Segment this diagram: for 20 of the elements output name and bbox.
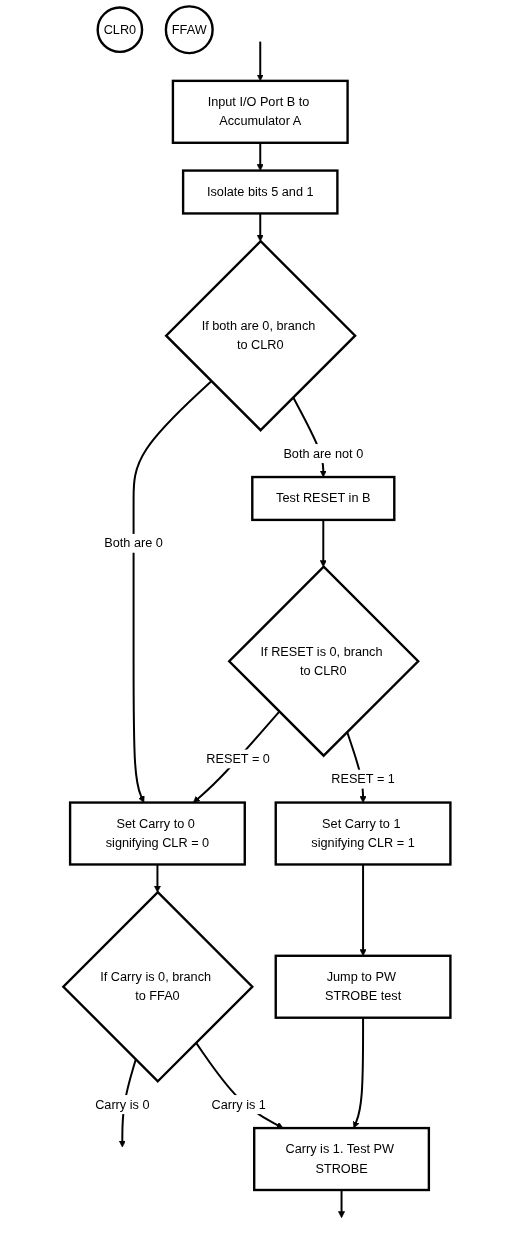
node-circle: CLR0 (96, 6, 144, 54)
arrow (132, 380, 213, 803)
edge-label: Both are not 0 (283, 446, 364, 460)
node-diamond: If both are 0, branch to CLR0 (164, 239, 357, 432)
arrow (195, 1041, 284, 1129)
node-box: Set Carry to 1 signifying CLR = 1 (274, 801, 452, 866)
node-box: Carry is 1. Test PW STROBE (253, 1126, 431, 1192)
arrow (193, 710, 281, 803)
edge-label: Carry is 0 (95, 1097, 150, 1111)
node-box: Input I/O Port B to Accumulator A (171, 79, 349, 144)
node-box: Jump to PW STROBE test (274, 954, 452, 1019)
edge-label: Both are 0 (104, 536, 164, 550)
edge-label: Carry is 1 (211, 1097, 267, 1111)
node-circle: FFAW (164, 5, 214, 55)
node-box: Set Carry to 0 signifying CLR = 0 (69, 801, 247, 866)
edge-label: RESET = 0 (206, 751, 271, 766)
node-diamond: If Carry is 0, branch to FFA0 (61, 890, 255, 1083)
edge-label: RESET = 1 (331, 771, 396, 786)
node-box: Test RESET in B (251, 475, 396, 522)
node-box: Isolate bits 5 and 1 (182, 169, 339, 215)
